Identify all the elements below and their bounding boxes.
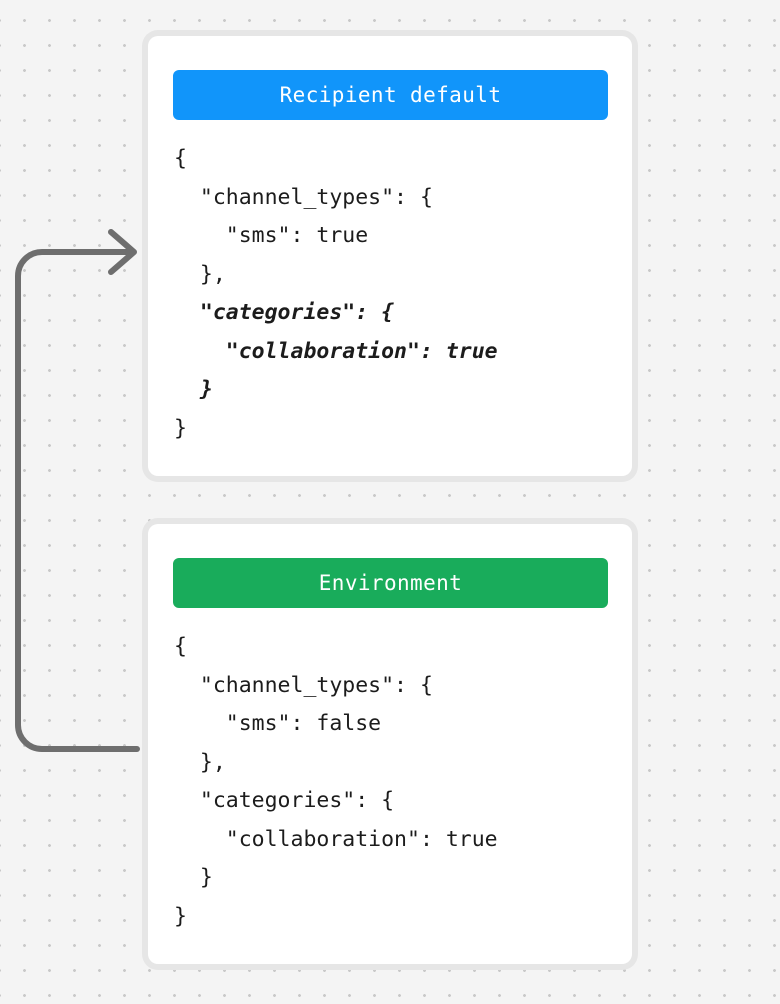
code-line: "categories": { [174,788,395,813]
code-line: "channel_types": { [174,672,433,698]
code-line: }, [174,261,226,287]
code-line: "collaboration": true [174,826,498,852]
override-arrow-path [15,249,140,752]
card-header-label: Environment [318,571,463,595]
code-line-changed: "collaboration": true [174,338,498,364]
code-line-changed: "categories": { [174,300,395,325]
arrowhead-right-icon [108,229,137,275]
code-line: { [174,146,187,171]
card-header-environment: Environment [173,558,608,608]
card-environment[interactable]: Environment { "channel_types": { "sms": … [148,524,632,964]
card-header-recipient-default: Recipient default [173,70,608,120]
card-recipient-default[interactable]: Recipient default { "channel_types": { "… [148,36,632,476]
code-line: } [174,415,187,441]
code-line: "sms": false [174,711,382,736]
card-header-label: Recipient default [279,83,502,107]
code-block-recipient-default: { "channel_types": { "sms": true }, "cat… [174,140,618,448]
code-line: "channel_types": { [174,184,433,210]
code-line: "sms": true [174,223,369,248]
code-line-changed: } [174,377,213,402]
code-line: }, [174,749,226,775]
code-line: } [174,903,187,929]
code-line: } [174,865,213,890]
code-block-environment: { "channel_types": { "sms": false }, "ca… [174,628,618,936]
code-line: { [174,634,187,659]
